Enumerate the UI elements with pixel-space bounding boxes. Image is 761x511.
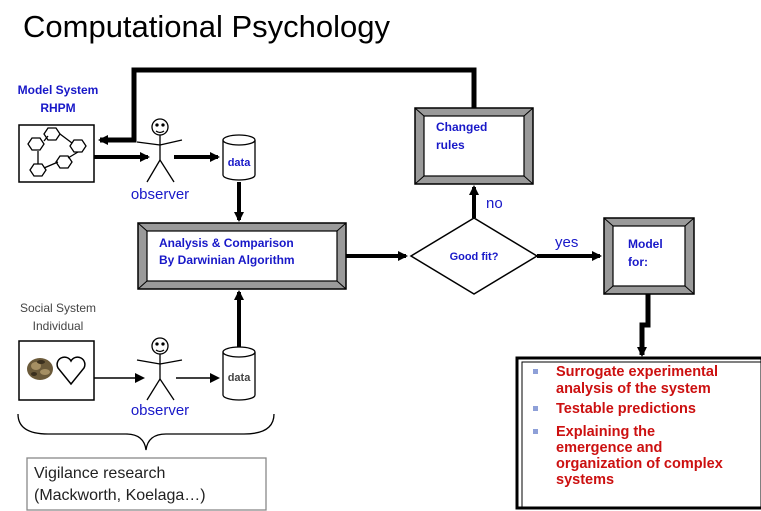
bullet-icon xyxy=(533,369,538,374)
model-for-line1: Model xyxy=(628,237,663,251)
observer-bottom-label: observer xyxy=(131,402,189,419)
analysis-label-line1: Analysis & Comparison xyxy=(159,236,294,250)
data-top-cylinder xyxy=(222,134,256,181)
social-system-label-line1: Social System xyxy=(20,301,96,315)
model-system-box xyxy=(18,124,95,183)
result-item3-line4: systems xyxy=(556,472,614,488)
vigilance-line2: (Mackworth, Koelaga…) xyxy=(34,487,206,504)
result-item3-line1: Explaining the xyxy=(556,424,655,440)
result-item1-line2: analysis of the system xyxy=(556,381,711,397)
heart-icon xyxy=(56,356,86,386)
model-for-box xyxy=(603,217,695,295)
result-item1-line1: Surrogate experimental xyxy=(556,364,718,380)
result-item2-line1: Testable predictions xyxy=(556,401,696,417)
bullet-icon xyxy=(533,406,538,411)
bracket-brace xyxy=(17,413,275,451)
yes-label: yes xyxy=(555,234,578,251)
observer-top-figure xyxy=(136,118,183,183)
analysis-label-line2: By Darwinian Algorithm xyxy=(159,253,295,267)
no-label: no xyxy=(486,195,503,212)
result-item3-line2: emergence and xyxy=(556,440,662,456)
vigilance-box xyxy=(26,457,267,511)
model-for-line2: for: xyxy=(628,255,648,269)
data-top-label: data xyxy=(228,157,252,169)
result-item3-line3: organization of complex xyxy=(556,456,723,472)
analysis-box xyxy=(137,222,347,290)
feedback-arrow xyxy=(98,67,477,145)
results-box-inner xyxy=(521,361,761,509)
good-fit-label: Good fit? xyxy=(450,251,499,263)
changed-rules-box xyxy=(414,107,534,185)
social-system-box xyxy=(18,340,95,401)
social-system-label-line2: Individual xyxy=(33,319,84,333)
model-to-results-arrow xyxy=(637,294,651,357)
rhpm-network-icon xyxy=(27,127,87,177)
changed-rules-line2: rules xyxy=(436,138,465,152)
model-system-label-line2: RHPM xyxy=(40,101,75,115)
observer-bottom-figure xyxy=(136,337,183,401)
bullet-icon xyxy=(533,429,538,434)
brain-icon xyxy=(27,358,53,380)
vigilance-line1: Vigilance research xyxy=(34,465,165,482)
observer-top-label: observer xyxy=(131,186,189,203)
changed-rules-line1: Changed xyxy=(436,120,487,134)
page-title: Computational Psychology xyxy=(23,9,391,44)
results-box xyxy=(515,356,761,510)
data-bottom-label: data xyxy=(228,372,252,384)
model-system-label-line1: Model System xyxy=(18,83,99,97)
